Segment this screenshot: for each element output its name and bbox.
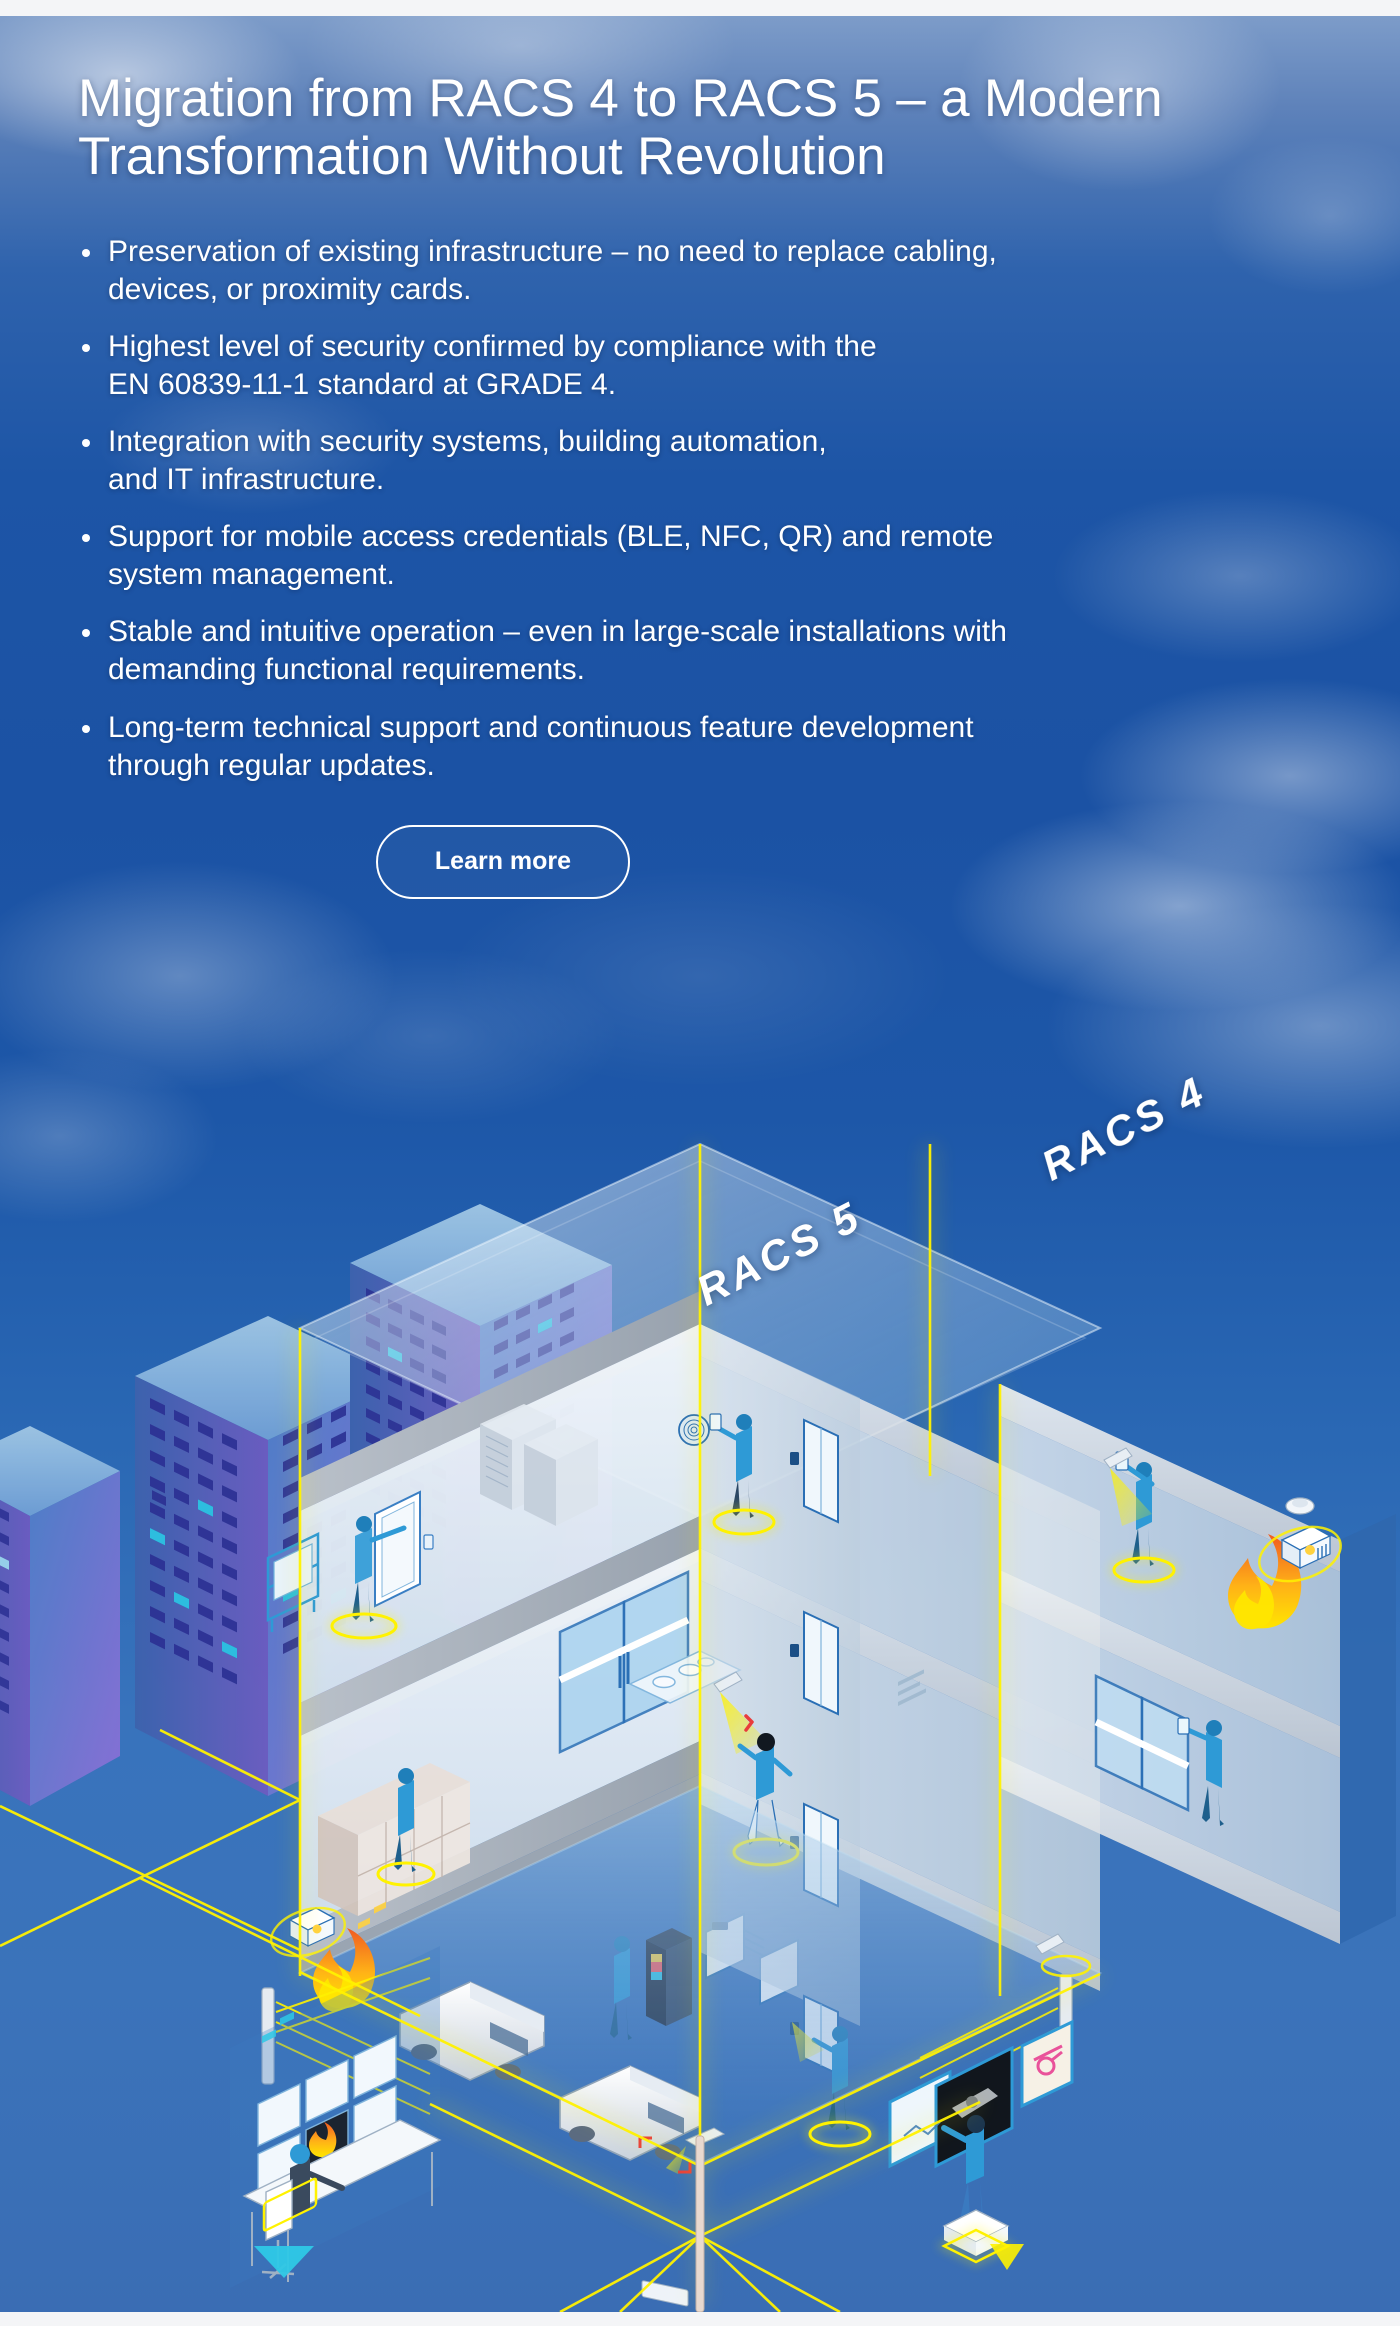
page-title: Migration from RACS 4 to RACS 5 – a Mode… bbox=[78, 69, 1163, 187]
top-edge-strip bbox=[0, 0, 1400, 16]
list-item: Long-term technical support and continuo… bbox=[78, 709, 1328, 785]
list-item: Stable and intuitive operation – even in… bbox=[78, 613, 1328, 689]
learn-more-button[interactable]: Learn more bbox=[376, 824, 630, 899]
list-item: Highest level of security confirmed by c… bbox=[78, 328, 1328, 404]
list-item: Support for mobile access credentials (B… bbox=[78, 518, 1328, 594]
bottom-edge-strip bbox=[0, 2312, 1400, 2326]
list-item: Integration with security systems, build… bbox=[78, 423, 1328, 499]
benefits-list: Preservation of existing infrastructure … bbox=[78, 233, 1328, 785]
list-item: Preservation of existing infrastructure … bbox=[78, 233, 1328, 309]
cta-container: Learn more bbox=[78, 824, 1328, 899]
copy-block: Migration from RACS 4 to RACS 5 – a Mode… bbox=[78, 69, 1328, 899]
